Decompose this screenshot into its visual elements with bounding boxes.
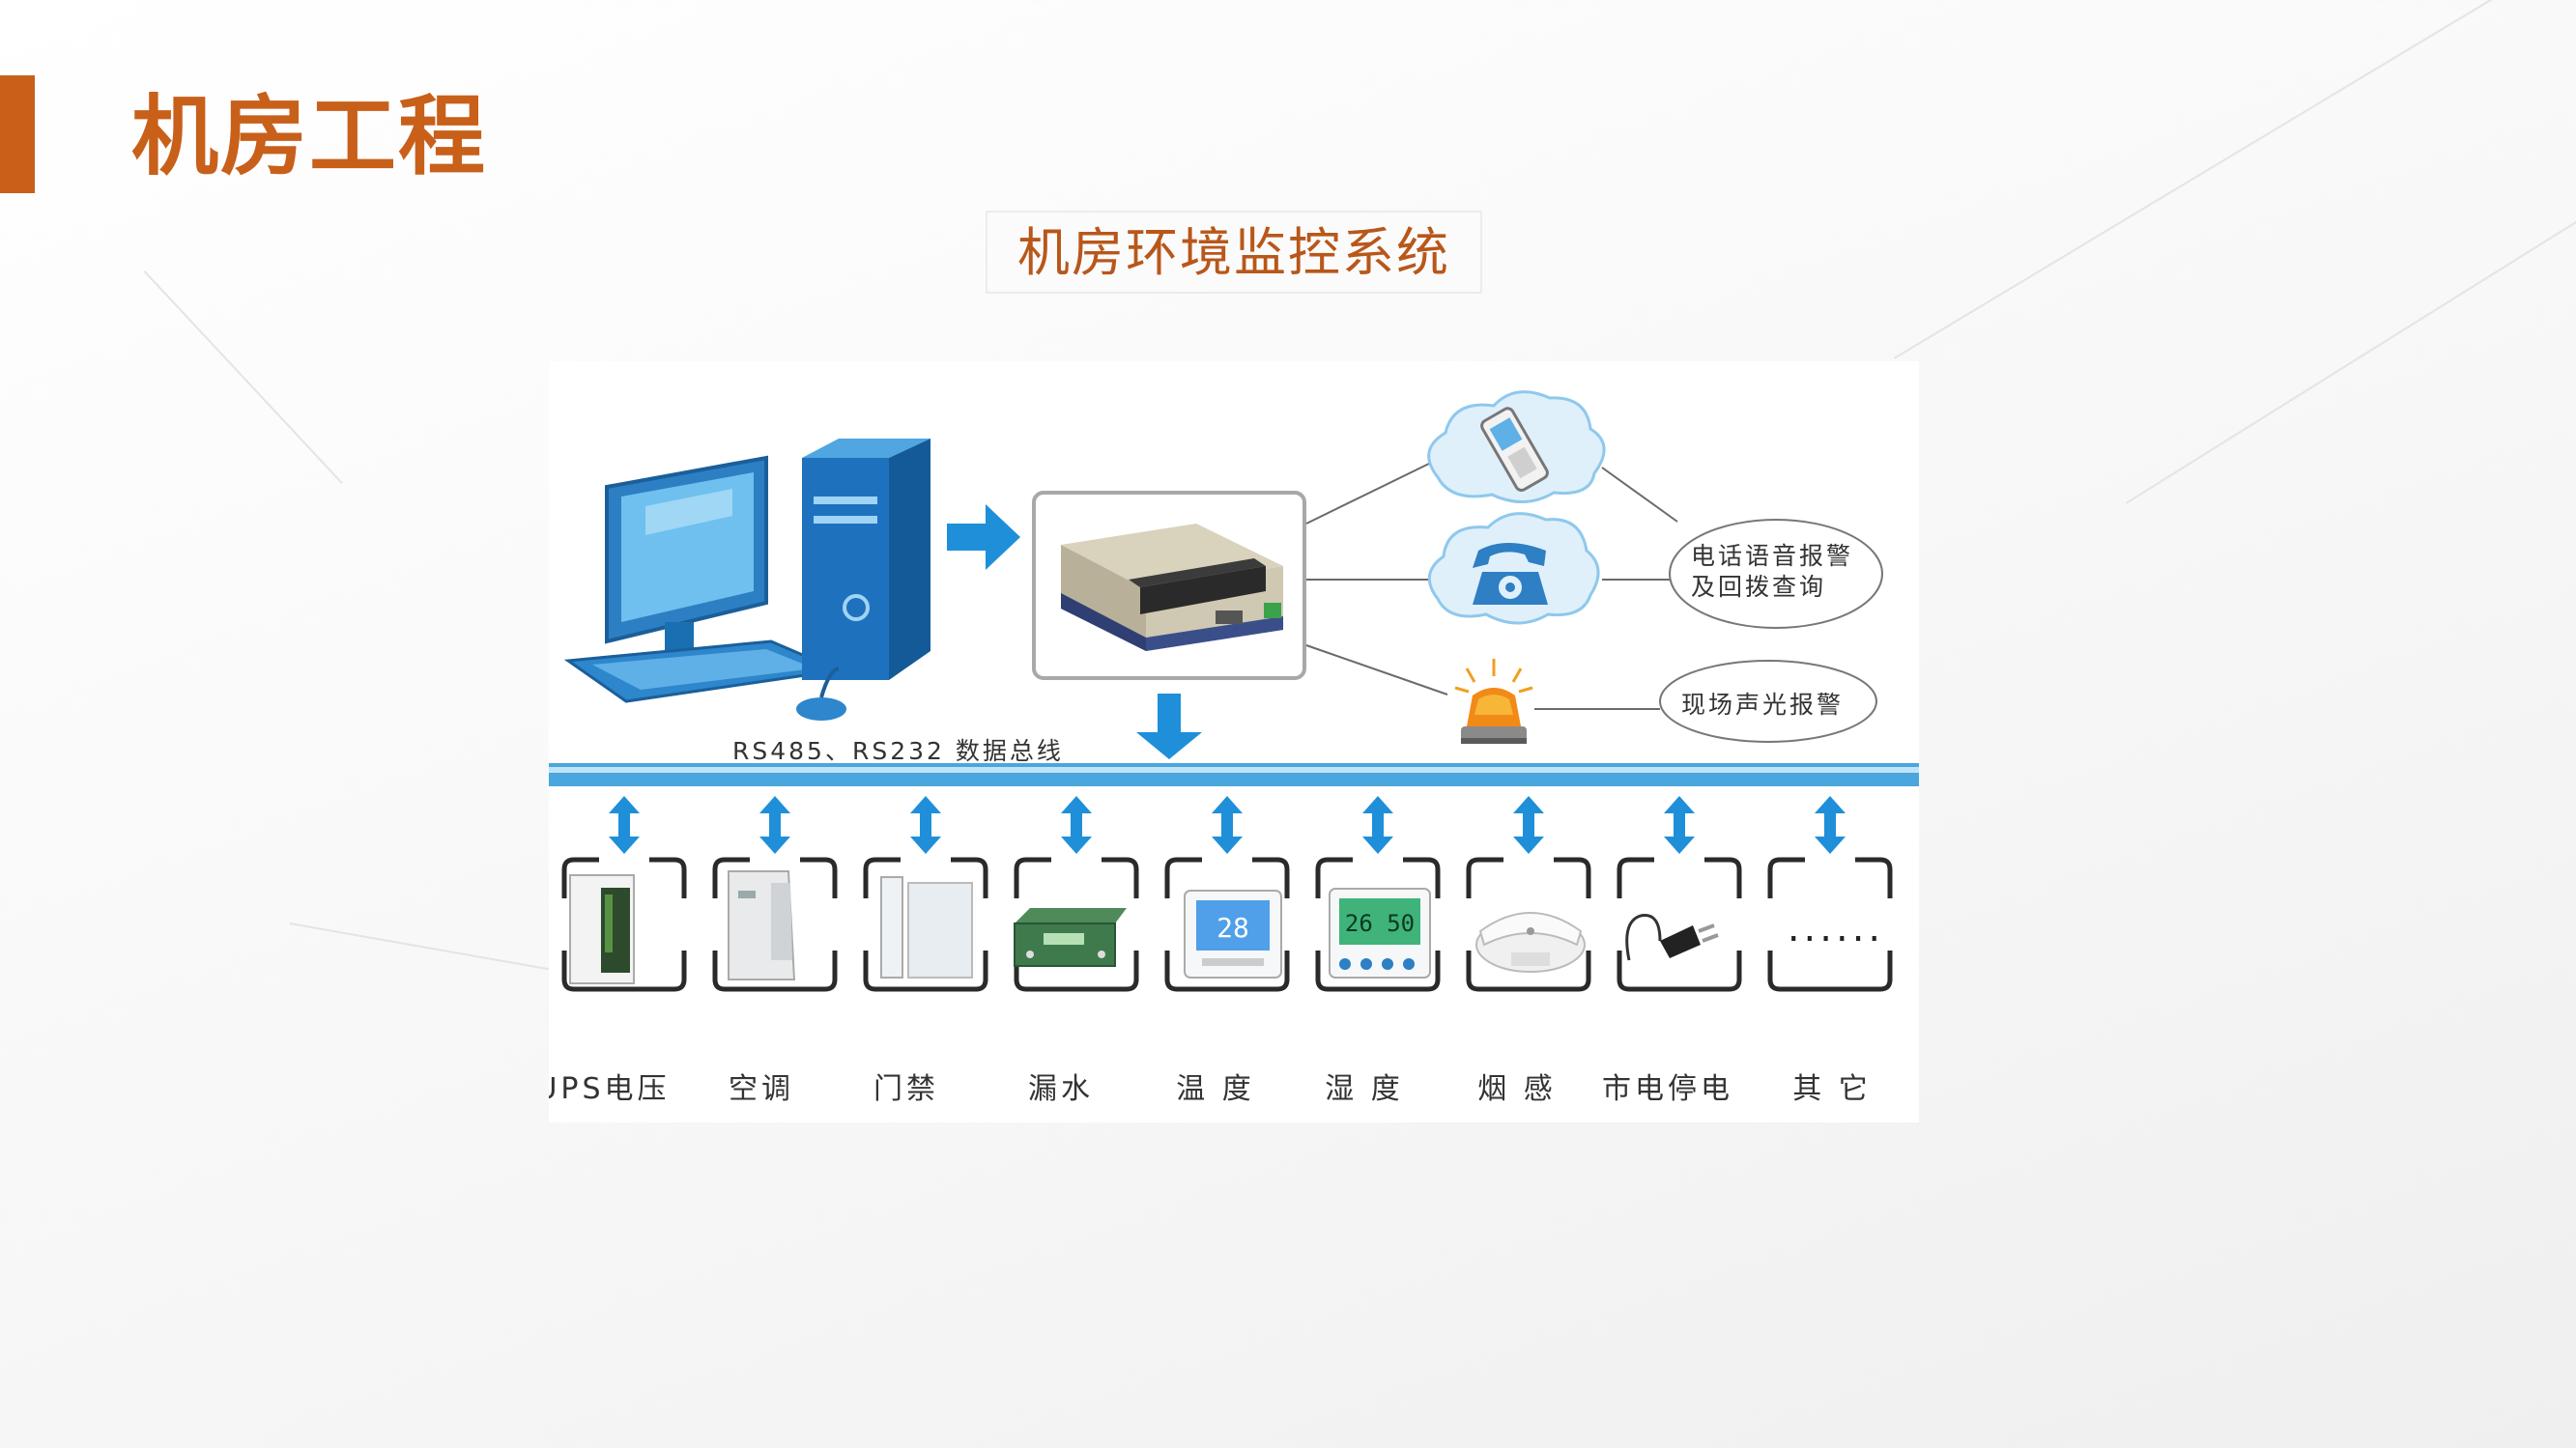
device-label-smoke: 烟 感 [1477,1072,1557,1106]
device-frame [1767,857,1893,992]
background-line [143,270,343,484]
mobile-phone-cloud-icon [1427,390,1606,504]
device-label-humidity: 湿 度 [1325,1072,1404,1106]
background-line [2126,215,2576,504]
alarm-light-icon [1454,659,1533,744]
connector-line [1305,644,1448,696]
device-frame [863,857,988,992]
device-label-air-conditioner: 空调 [729,1072,794,1106]
controller-device-icon [1032,491,1306,680]
background-line [1894,0,2525,359]
ups-cabinet-icon [569,874,635,984]
humidistat-icon: 26 50 [1329,888,1431,979]
air-conditioner-icon [728,870,796,980]
device-frames-group [561,857,1893,992]
device-frame [561,857,687,992]
bidirectional-arrow-icon [1664,796,1695,854]
bidirectional-arrow-icon [910,796,941,854]
device-label-door-access: 门禁 [873,1072,939,1106]
bidirectional-arrow-icon [1815,796,1846,854]
humidistat-readout: 26 50 [1345,910,1415,937]
connector-line [1305,461,1434,525]
smoke-detector-icon [1475,912,1586,973]
diagram-canvas: 28 26 50 ...... [549,390,1919,992]
right-arrow-icon [947,504,1020,570]
phone-alarm-label-line2: 及回拨查询 [1691,573,1827,601]
bidirectional-arrow-icon [1362,796,1393,854]
device-label-other: 其 它 [1792,1072,1872,1106]
telephone-cloud-icon [1427,512,1600,625]
computer-icon [563,439,930,721]
other-devices-dots: ...... [1788,906,1884,951]
data-bus-label: RS485、RS232 数据总线 [732,737,1064,765]
door-access-icon [880,876,973,979]
phone-alarm-bubble [1669,519,1883,629]
bus-arrows-group [609,796,1846,854]
down-arrow-icon [1136,694,1202,759]
page-title: 机房工程 [131,86,487,187]
thermostat-icon: 28 [1184,890,1282,979]
device-frame [1164,857,1290,992]
background-line [289,923,557,972]
thermostat-readout: 28 [1216,912,1249,944]
bidirectional-arrow-icon [1061,796,1092,854]
power-plug-icon [1625,914,1719,961]
device-label-water-leak: 漏水 [1028,1072,1094,1106]
device-label-ups: UPS电压 [549,1072,671,1106]
water-leak-sensor-icon [1014,908,1127,967]
device-frame [712,857,838,992]
connector-line [1601,467,1678,523]
device-frame [1617,857,1742,992]
bidirectional-arrow-icon [1513,796,1544,854]
device-label-power-outage: 市电停电 [1602,1072,1733,1106]
device-frame [1014,857,1139,992]
device-frame [1466,857,1591,992]
device-frame [1315,857,1441,992]
device-label-temperature: 温 度 [1176,1072,1255,1106]
diagram-subtitle: 机房环境监控系统 [986,211,1482,294]
bidirectional-arrow-icon [609,796,640,854]
sound-alarm-label: 现场声光报警 [1681,691,1845,719]
bidirectional-arrow-icon [759,796,790,854]
monitoring-diagram: 28 26 50 ...... RS485、RS232 数据总线 电话语音报警 [549,361,1919,1122]
sound-alarm-bubble [1659,660,1877,743]
title-accent-bar [0,75,35,193]
phone-alarm-label-line1: 电话语音报警 [1691,542,1854,570]
bidirectional-arrow-icon [1212,796,1243,854]
